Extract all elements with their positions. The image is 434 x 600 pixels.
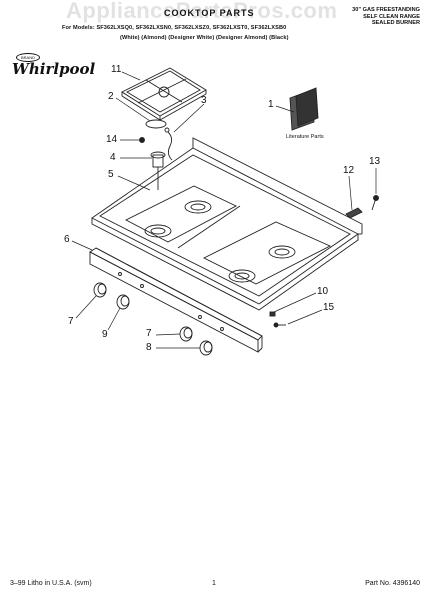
range-desc-line-1: 30" GAS FREESTANDING [352,7,420,13]
models-line: For Models: SF362LXSQ0, SF362LXSN0, SF36… [62,25,287,31]
range-description: 30" GAS FREESTANDING SELF CLEAN RANGE SE… [352,7,420,27]
control-knob-4 [199,340,213,356]
callout-6: 6 [64,234,70,245]
range-desc-line-3: SEALED BURNER [371,20,420,26]
callout-2: 2 [108,91,114,102]
range-desc-line-2: SELF CLEAN RANGE [363,13,420,20]
callout-10: 10 [317,286,329,297]
callout-13: 13 [369,156,381,167]
callout-7b: 7 [146,328,152,339]
igniter-wire [167,131,173,161]
callout-3: 3 [201,95,207,106]
control-panel [89,247,263,353]
callout-15: 15 [323,302,335,313]
spring-clip [269,311,276,317]
cooktop [91,137,363,311]
literature-parts-label: Literature Parts [286,134,324,140]
callout-12: 12 [343,165,355,176]
panel-screw [273,322,286,328]
literature-parts [289,87,319,131]
callout-1: 1 [268,99,274,110]
callout-8: 8 [146,342,152,353]
callout-5: 5 [108,169,114,180]
screw [139,137,145,143]
callout-4: 4 [110,152,116,163]
brand-logo: Whirlpool [12,60,96,78]
footer-page-number: 1 [212,580,216,587]
callout-14: 14 [106,134,118,145]
control-knob-2 [116,294,130,310]
watermark: AppliancePartsPros.com [66,0,338,23]
mounting-screw [371,195,379,211]
callout-7a: 7 [68,316,74,327]
control-knob-3 [179,326,193,342]
footer-litho: 3–99 Litho in U.S.A. (svm) [10,580,92,587]
burner-grate [121,67,207,121]
page-title: COOKTOP PARTS [164,8,255,18]
burner-base [150,151,166,190]
burner-cap [145,119,167,129]
hold-down-clip [345,207,363,219]
control-knob-1 [93,282,107,298]
callout-9: 9 [102,329,108,340]
footer-part-number: Part No. 4396140 [365,580,420,587]
callout-11: 11 [111,64,122,75]
brand-badge-icon: BRAND [16,53,40,62]
colors-line: (White) (Almond) (Designer White) (Desig… [120,35,289,41]
